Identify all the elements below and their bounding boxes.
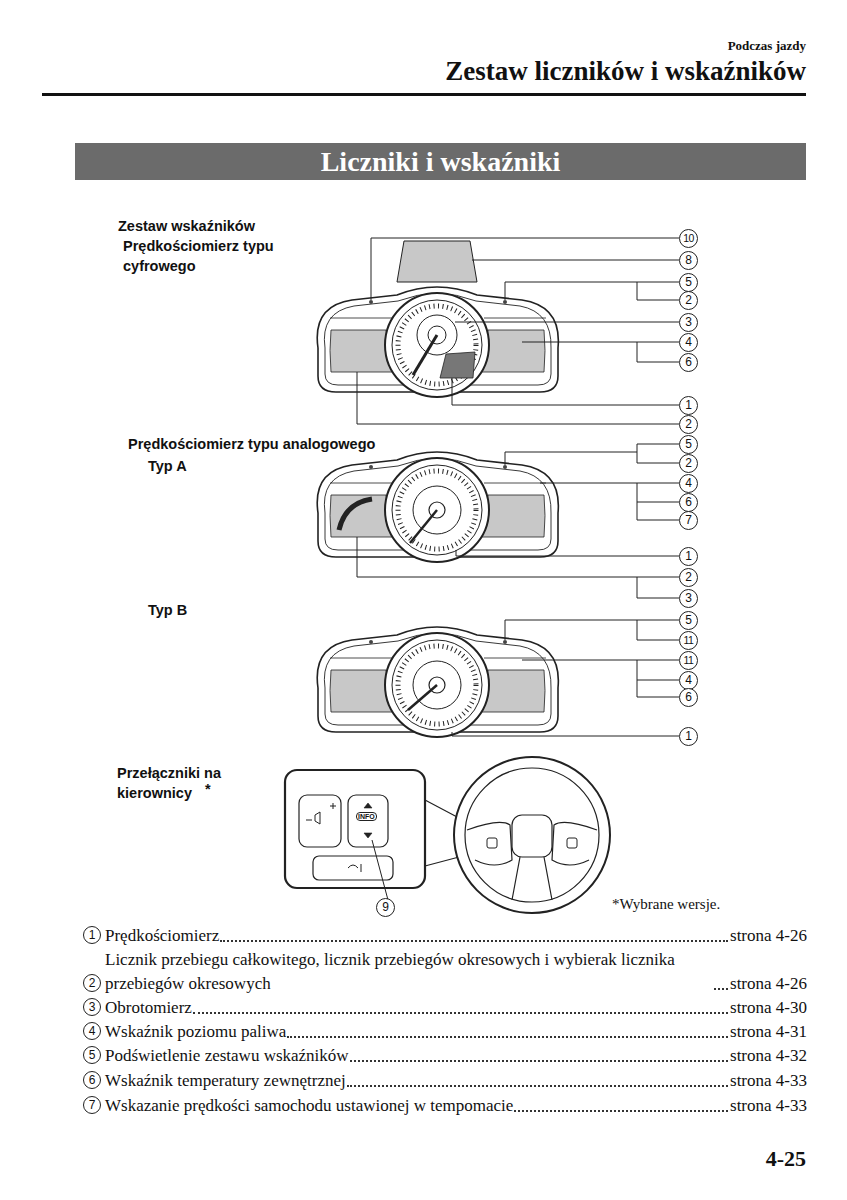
callout-number: 6 <box>679 493 698 512</box>
callout-number: 5 <box>679 611 698 630</box>
figure-caption: Typ A <box>148 456 187 476</box>
callout-number: 4 <box>679 333 698 352</box>
dot-leader <box>714 988 728 990</box>
page-title: Zestaw liczników i wskaźników <box>445 56 806 87</box>
figure-caption: Zestaw wskaźników <box>118 216 255 236</box>
callout-number: 5 <box>679 273 698 292</box>
figure-caption: Typ B <box>148 600 187 620</box>
callout-number: 3 <box>679 313 698 332</box>
callout-number: 10 <box>679 229 698 248</box>
list-number: 1 <box>83 926 101 944</box>
list-row: 3Obrotomierz strona 4-30 <box>83 996 807 1020</box>
page-reference: strona 4-32 <box>730 1044 807 1068</box>
list-row: 6Wskaźnik temperatury zewnętrznej strona … <box>83 1069 807 1093</box>
dot-leader <box>347 1085 728 1087</box>
analog-cluster-a <box>317 452 558 562</box>
footnote-mark: * <box>205 779 211 799</box>
callout-number: 6 <box>679 688 698 707</box>
list-number: 6 <box>83 1071 101 1089</box>
list-number: 5 <box>83 1046 101 1064</box>
callout-number: 4 <box>679 474 698 493</box>
footnote: *Wybrane wersje. <box>612 896 720 913</box>
page-reference: strona 4-33 <box>730 1069 807 1093</box>
callout-number: 2 <box>679 415 698 434</box>
page-number: 4-25 <box>766 1146 806 1172</box>
callout-number: 7 <box>679 511 698 530</box>
callout-number: 2 <box>679 568 698 587</box>
list-item: Licznik przebiegu całkowitego, licznik p… <box>105 948 713 996</box>
steering-switches <box>285 757 610 913</box>
figure-caption: Przełączniki na kierownicy <box>117 763 277 803</box>
callout-number: 11 <box>679 651 698 670</box>
page-reference: strona 4-31 <box>730 1020 807 1044</box>
figure-caption: Prędkościomierz typu analogowego <box>128 434 375 454</box>
list-row: 2Licznik przebiegu całkowitego, licznik … <box>83 948 807 996</box>
dot-leader <box>514 1110 728 1112</box>
list-number: 4 <box>83 1022 101 1040</box>
digital-cluster <box>317 241 558 397</box>
list-item: Prędkościomierz <box>105 924 219 948</box>
leader-lines <box>357 238 679 736</box>
callout-number: 6 <box>679 353 698 372</box>
dot-leader <box>193 1012 728 1014</box>
callout-number: 1 <box>679 547 698 566</box>
list-row: 1Prędkościomierz strona 4-26 <box>83 924 807 948</box>
callout-number: 1 <box>679 396 698 415</box>
page-reference: strona 4-33 <box>730 1094 807 1118</box>
list-number: 2 <box>83 974 101 992</box>
dot-leader <box>287 1036 728 1038</box>
section-band: Liczniki i wskaźniki <box>75 143 806 180</box>
page-reference: strona 4-26 <box>730 972 807 996</box>
dot-leader <box>350 1060 728 1062</box>
list-item: Obrotomierz <box>105 996 192 1020</box>
callout-number: 3 <box>679 589 698 608</box>
list-number: 7 <box>83 1096 101 1114</box>
button-label: INFO <box>356 812 377 821</box>
list-row: 5Podświetlenie zestawu wskaźników strona … <box>83 1044 807 1068</box>
page-reference: strona 4-30 <box>730 996 807 1020</box>
list-row: 4Wskaźnik poziomu paliwa strona 4-31 <box>83 1020 807 1044</box>
callout-number: 2 <box>679 291 698 310</box>
list-item: Podświetlenie zestawu wskaźników <box>105 1044 349 1068</box>
callout-number: 5 <box>679 435 698 454</box>
section-heading: Liczniki i wskaźniki <box>321 146 561 178</box>
dot-leader <box>220 940 728 942</box>
callout-number: 9 <box>376 898 395 917</box>
analog-cluster-b <box>317 627 558 737</box>
list-item: Wskaźnik poziomu paliwa <box>105 1020 286 1044</box>
list-row: 7Wskazanie prędkości samochodu ustawione… <box>83 1094 807 1118</box>
list-item: Wskazanie prędkości samochodu ustawionej… <box>105 1094 513 1118</box>
callout-number: 11 <box>679 631 698 650</box>
list-item: Wskaźnik temperatury zewnętrznej <box>105 1069 346 1093</box>
callout-number: 8 <box>679 251 698 270</box>
callout-number: 1 <box>679 727 698 746</box>
page-reference: strona 4-26 <box>730 924 807 948</box>
list-number: 3 <box>83 998 101 1016</box>
figure-caption: Prędkościomierz typu cyfrowego <box>123 236 313 276</box>
running-header: Podczas jazdy <box>728 38 806 54</box>
callout-number: 2 <box>679 454 698 473</box>
